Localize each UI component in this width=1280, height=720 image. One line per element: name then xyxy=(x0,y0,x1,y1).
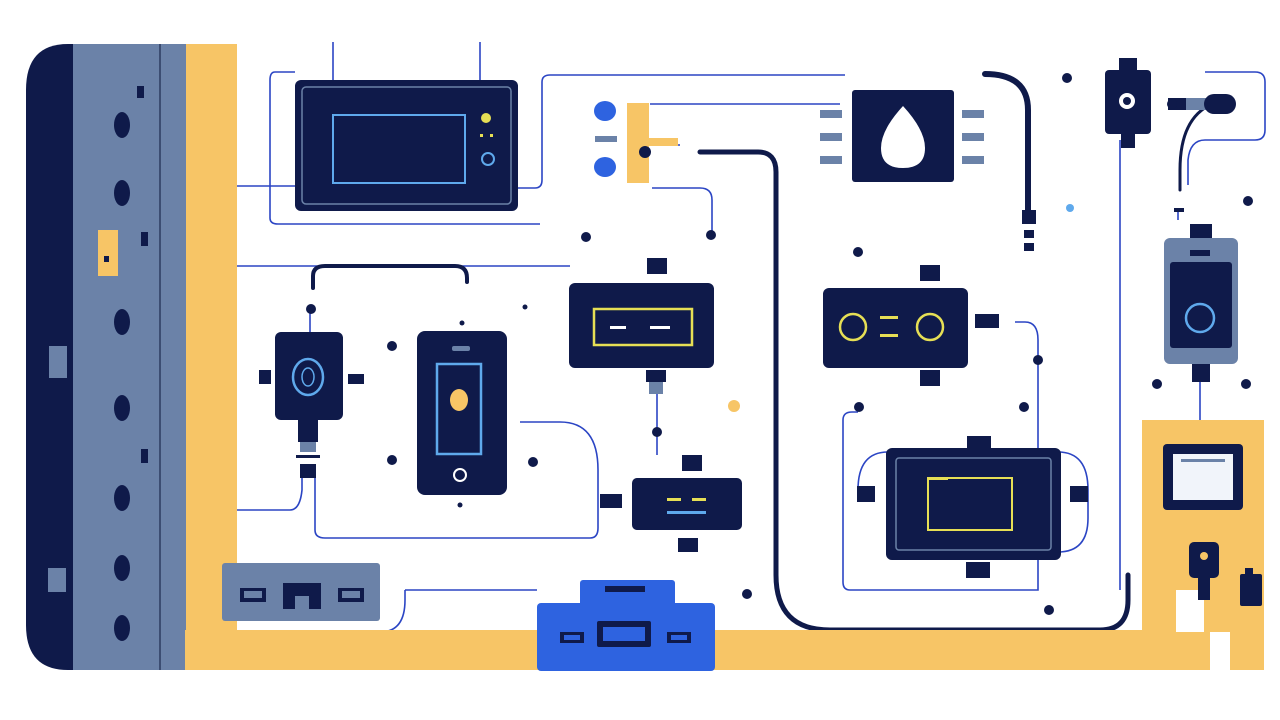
dot xyxy=(742,589,752,599)
rack-label-icon xyxy=(98,230,118,276)
rack-indicator-icon xyxy=(137,86,148,463)
dot xyxy=(1044,605,1054,615)
wire xyxy=(269,71,540,225)
dot xyxy=(522,304,528,310)
wire xyxy=(652,187,713,234)
dot xyxy=(387,455,397,465)
dot xyxy=(1033,355,1043,365)
dot xyxy=(1167,99,1177,109)
wire xyxy=(314,421,599,539)
thick-cables xyxy=(311,71,1214,633)
power-strip-icon xyxy=(222,563,380,621)
main-cable xyxy=(697,149,1131,633)
smartphone-icon xyxy=(417,331,507,495)
dot xyxy=(1241,379,1251,389)
accent-dot xyxy=(1066,204,1074,212)
wire xyxy=(842,321,1039,591)
link-cable xyxy=(311,264,469,290)
connector-icon xyxy=(594,101,678,183)
control-unit-icon xyxy=(823,265,999,386)
rack-port-icon xyxy=(114,112,130,641)
touch-panel-icon xyxy=(259,332,364,478)
dot xyxy=(306,304,316,314)
wire xyxy=(857,451,1089,553)
dot xyxy=(854,402,864,412)
dot xyxy=(581,232,591,242)
dot xyxy=(706,230,716,240)
dot xyxy=(1019,402,1029,412)
wire xyxy=(1187,71,1266,185)
dot xyxy=(387,341,397,351)
wire xyxy=(160,472,303,511)
hook-cable xyxy=(1178,102,1214,192)
router-icon xyxy=(537,580,715,671)
dot xyxy=(528,457,538,467)
monitor-icon xyxy=(295,80,518,211)
relay-module-icon xyxy=(600,455,742,552)
dot xyxy=(457,502,463,508)
terminal-screen-icon xyxy=(857,436,1088,578)
power-cable xyxy=(982,71,1031,213)
plug-icon xyxy=(1105,58,1151,148)
dot xyxy=(1152,379,1162,389)
scatter-dots xyxy=(306,73,1253,615)
dot xyxy=(1243,196,1253,206)
display-module-icon xyxy=(569,258,714,394)
handheld-device-icon xyxy=(1164,224,1238,382)
wire xyxy=(518,74,845,189)
chip-icon xyxy=(820,90,984,182)
floor-rail xyxy=(185,420,1264,670)
wall-panel-icon xyxy=(1163,444,1262,606)
accent-dot xyxy=(728,400,740,412)
server-rack-icon xyxy=(26,44,237,670)
dot xyxy=(652,427,662,437)
dot xyxy=(1062,73,1072,83)
dot xyxy=(853,247,863,257)
power-cable-icon xyxy=(1022,210,1036,251)
dot xyxy=(459,320,465,326)
